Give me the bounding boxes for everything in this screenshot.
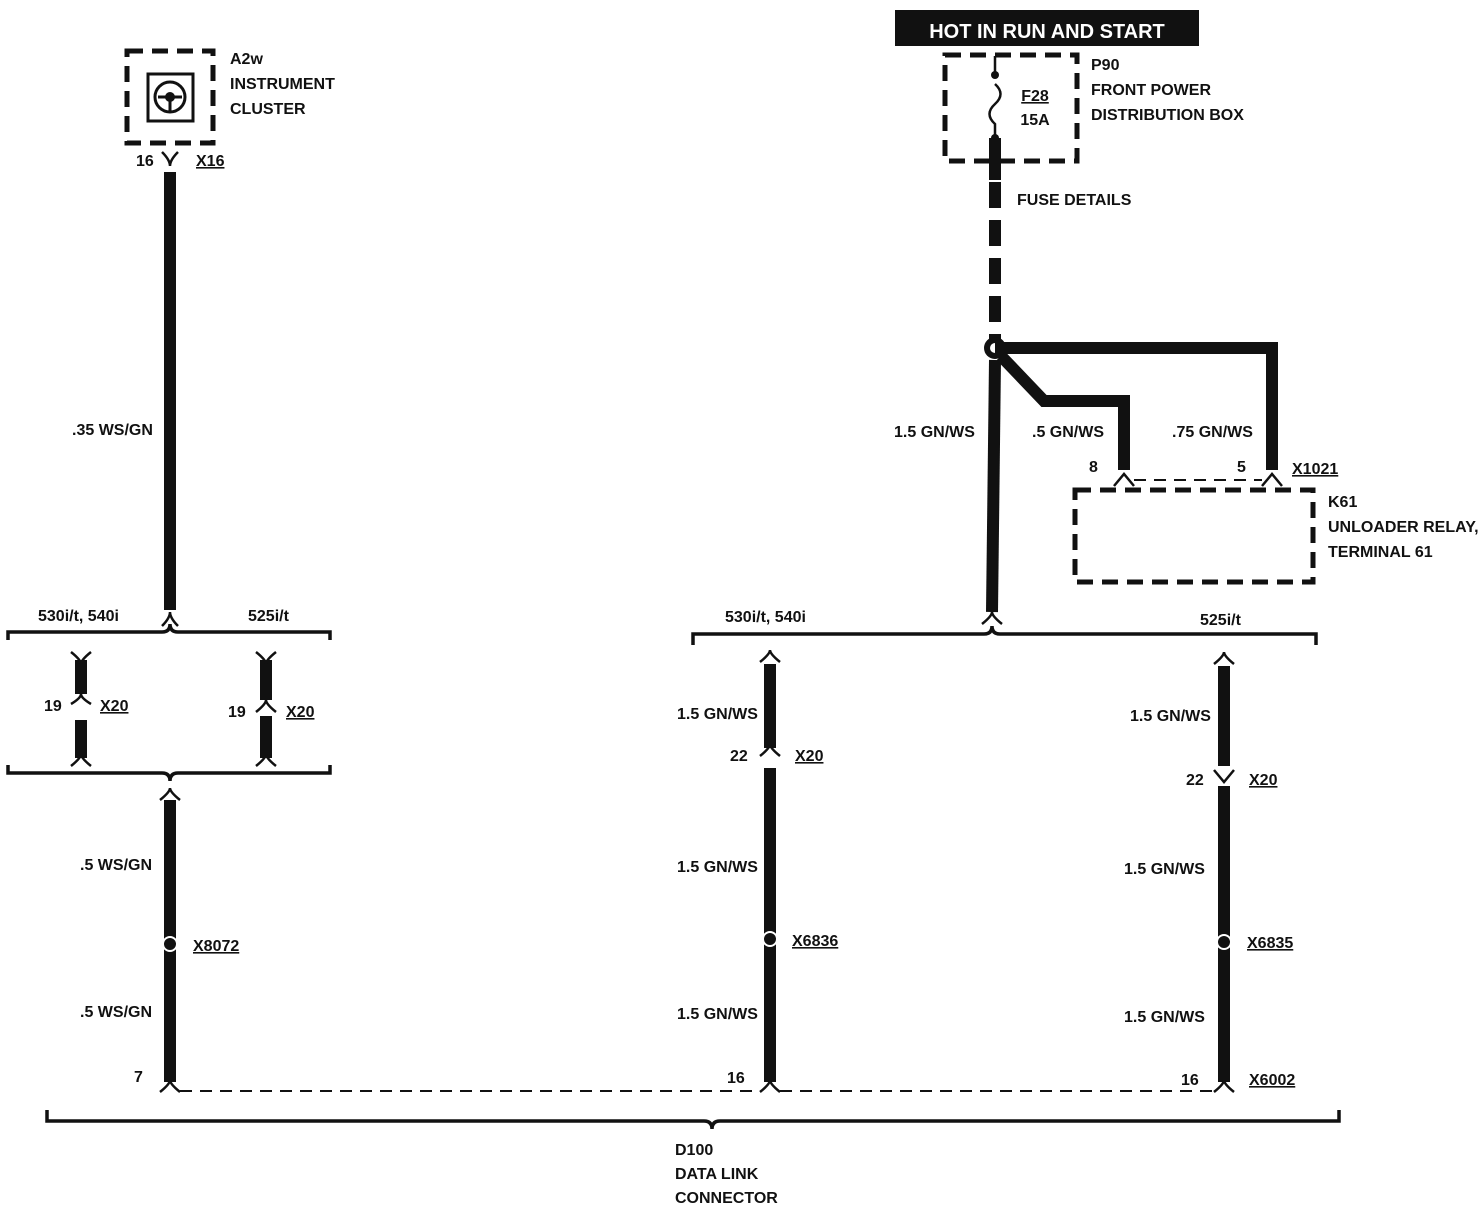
wire-05-gn-ws [996, 351, 1130, 470]
left-top-brace [6, 623, 332, 640]
a2w-ref: A2w [230, 51, 263, 68]
d100-ref: D100 [675, 1142, 713, 1159]
d100-line2: CONNECTOR [675, 1190, 778, 1207]
connector-x20-right: X20 [1249, 772, 1278, 789]
cluster-icon-frame [146, 72, 195, 123]
connector-x1021: X1021 [1292, 461, 1338, 478]
wire-label-05gn: .5 GN/WS [1032, 424, 1104, 441]
fuse-icon [988, 56, 1002, 138]
connector-x6836: X6836 [792, 933, 838, 950]
steering-wheel-icon [153, 80, 187, 114]
power-distribution-box [942, 52, 1080, 164]
k61-ref: K61 [1328, 494, 1357, 511]
wire-label-05ws-a: .5 WS/GN [80, 857, 152, 874]
pin-19-left-b: 19 [228, 704, 246, 721]
a2w-line2: CLUSTER [230, 101, 306, 118]
p90-ref: P90 [1091, 57, 1120, 74]
connector-x20-left-a: X20 [100, 698, 129, 715]
header-box [895, 10, 1199, 46]
k61-line1: UNLOADER RELAY, [1328, 519, 1479, 536]
pin-16-x16: 16 [136, 153, 154, 170]
header-text: HOT IN RUN AND START [929, 21, 1165, 43]
fuse-details-label: FUSE DETAILS [1017, 192, 1132, 209]
p90-line1: FRONT POWER [1091, 82, 1211, 99]
pin-22-mid: 22 [730, 748, 748, 765]
pin-16-mid: 16 [727, 1070, 745, 1087]
wire-label-15gn-right-1: 1.5 GN/WS [1130, 708, 1211, 725]
k61-line2: TERMINAL 61 [1328, 544, 1433, 561]
left-variant-530: 530i/t, 540i [38, 608, 119, 625]
d100-brace [45, 1110, 1341, 1130]
connector-fork-x16 [161, 151, 179, 167]
connector-x16: X16 [196, 153, 225, 170]
connector-x20-left-b: X20 [286, 704, 315, 721]
left-bottom-brace [6, 765, 332, 782]
wire-075-gn-ws [995, 342, 1278, 470]
pin-arrow-5 [1261, 472, 1283, 487]
wire-label-05ws-b: .5 WS/GN [80, 1004, 152, 1021]
fuse-rating: 15A [1020, 112, 1050, 129]
wire-label-15gn-right-2: 1.5 GN/WS [1124, 861, 1205, 878]
instrument-cluster [124, 48, 216, 146]
wire-label-035: .35 WS/GN [72, 422, 153, 439]
pin-16-right: 16 [1181, 1072, 1199, 1089]
wire-label-15gn-mid-3: 1.5 GN/WS [677, 1006, 758, 1023]
right-top-brace [691, 625, 1318, 645]
wire-label-15gn-right-3: 1.5 GN/WS [1124, 1009, 1205, 1026]
wire-label-15gn-mid-1: 1.5 GN/WS [677, 706, 758, 723]
a2w-line1: INSTRUMENT [230, 76, 335, 93]
connector-x6835: X6835 [1247, 935, 1293, 952]
pin-19-left-a: 19 [44, 698, 62, 715]
connector-x8072: X8072 [193, 938, 239, 955]
wire-15-gn-ws-main [986, 359, 1001, 613]
d100-line1: DATA LINK [675, 1166, 759, 1183]
fuse-name: F28 [1021, 88, 1049, 105]
pin-7: 7 [134, 1069, 143, 1086]
wire-label-075gn: .75 GN/WS [1172, 424, 1253, 441]
wire-label-15gn-mid-2: 1.5 GN/WS [677, 859, 758, 876]
unloader-relay-box [1072, 487, 1316, 585]
wire-label-15gn-main: 1.5 GN/WS [894, 424, 975, 441]
pin-22-right: 22 [1186, 772, 1204, 789]
connector-x6002: X6002 [1249, 1072, 1295, 1089]
pin-8: 8 [1089, 459, 1098, 476]
left-variant-525: 525i/t [248, 608, 290, 625]
pin-arrow-8 [1113, 472, 1135, 487]
right-variant-525: 525i/t [1200, 612, 1242, 629]
pin-5: 5 [1237, 459, 1246, 476]
p90-line2: DISTRIBUTION BOX [1091, 107, 1244, 124]
right-variant-530: 530i/t, 540i [725, 609, 806, 626]
connector-x20-mid: X20 [795, 748, 824, 765]
